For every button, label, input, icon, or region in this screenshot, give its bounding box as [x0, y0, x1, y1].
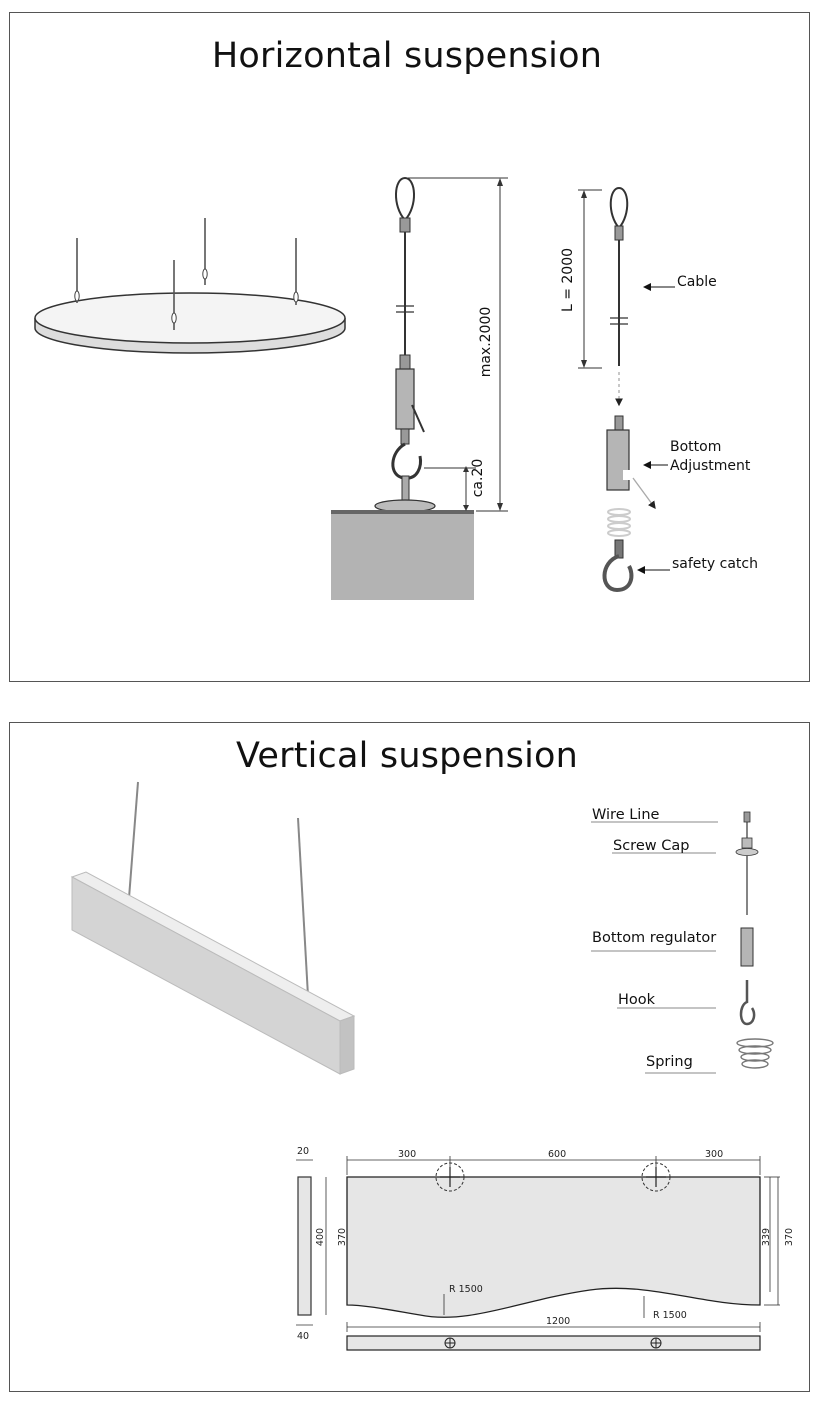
part-wire-line: Wire Line — [592, 807, 660, 823]
round-panel-illustration — [34, 218, 346, 354]
part-hook: Hook — [618, 992, 656, 1008]
part-bottom-regulator: Bottom regulator — [592, 930, 716, 946]
linear-panel-illustration — [70, 781, 356, 1075]
horizontal-suspension-title: Horizontal suspension — [211, 36, 603, 76]
radius-left-label: R 1500 — [449, 1284, 483, 1295]
max-2000-dimension: max.2000 — [478, 307, 494, 378]
dim-400: 400 — [315, 1228, 326, 1246]
suspension-assembly — [331, 176, 508, 600]
exploded-parts — [578, 186, 675, 593]
dim-side-width: 20 — [297, 1146, 309, 1157]
adjustment-label: Adjustment — [670, 458, 751, 474]
safety-catch-label: safety catch — [672, 556, 758, 572]
bottom-label: Bottom — [670, 439, 721, 455]
dim-bottom-thickness: 40 — [297, 1331, 309, 1342]
technical-drawing — [296, 1156, 780, 1351]
dim-1200: 1200 — [546, 1316, 570, 1327]
dim-370-left: 370 — [337, 1228, 348, 1246]
dim-300-right: 300 — [705, 1149, 723, 1160]
dim-339: 339 — [761, 1228, 772, 1246]
parts-icons — [735, 811, 774, 1069]
dim-300-left: 300 — [398, 1149, 416, 1160]
radius-right-label: R 1500 — [653, 1310, 687, 1321]
vertical-suspension-panel — [9, 722, 810, 1392]
length-2000-dimension: L = 2000 — [560, 248, 576, 312]
part-spring: Spring — [646, 1054, 693, 1070]
cable-label: Cable — [677, 274, 717, 290]
part-screw-cap: Screw Cap — [613, 838, 689, 854]
dim-370-right: 370 — [784, 1228, 795, 1246]
dim-600: 600 — [548, 1149, 566, 1160]
vertical-suspension-title: Vertical suspension — [235, 736, 579, 776]
parts-list-lines — [591, 821, 718, 1074]
ca-20-dimension: ca.20 — [470, 459, 486, 498]
